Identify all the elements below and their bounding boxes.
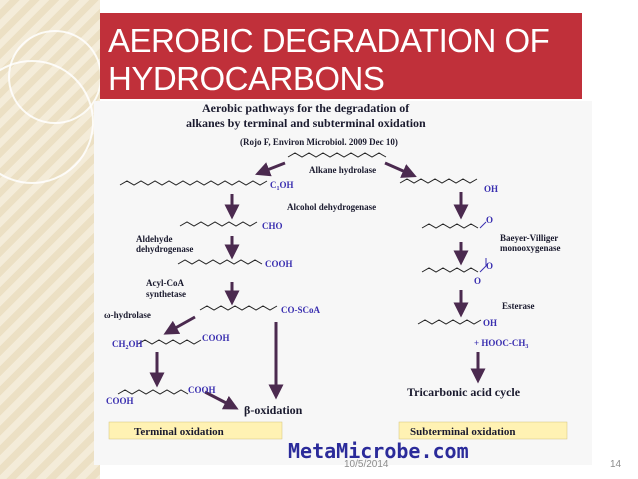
label-aldehyde-line1: Aldehyde (136, 234, 173, 244)
arrow-omega (163, 315, 196, 335)
group-ch2oh: CH2OH (112, 339, 143, 351)
slide-title-line2: HYDROCARBONS (108, 60, 385, 97)
group-o-ester-top: O (486, 261, 493, 271)
chain-ester (421, 267, 479, 273)
chain-diacid (117, 389, 189, 395)
label-alkane-hydrolase: Alkane hydrolase (309, 165, 376, 175)
label-baeyer-line1: Baeyer-Villiger (500, 233, 558, 243)
group-co-scoa: CO-SCoA (281, 305, 321, 315)
chain-acid (177, 259, 263, 265)
slide-title-line1: AEROBIC DEGRADATION OF (108, 22, 550, 59)
label-esterase: Esterase (502, 301, 535, 311)
label-beta-oxidation: β-oxidation (244, 403, 303, 417)
chain-aldehyde (179, 221, 258, 227)
group-c1oh: C1OH (270, 180, 294, 192)
group-cooh-1: COOH (265, 259, 293, 269)
group-hooc-ch3: + HOOC-CH3 (474, 338, 528, 350)
terminal-box-label: Terminal oxidation (134, 426, 224, 438)
chain-acyl-coa (199, 305, 278, 311)
figure-heading-line1: Aerobic pathways for the degradation of (202, 101, 410, 115)
figure-heading-line2: alkanes by terminal and subterminal oxid… (186, 116, 426, 130)
chain-ketone (421, 223, 479, 229)
alkane-chain (287, 152, 387, 158)
label-alcohol-dehydrogenase: Alcohol dehydrogenase (287, 202, 376, 212)
arrow-alkane-subterminal (384, 161, 417, 178)
group-oh-right: OH (484, 184, 498, 194)
arrow-alkane-terminal (255, 161, 286, 177)
slide-page-number: 14 (610, 459, 622, 470)
label-acyl-line2: synthetase (146, 289, 186, 299)
terminal-box (108, 421, 283, 440)
watermark: MetaMicrobe.com (288, 439, 469, 463)
chain-alcohol (119, 180, 268, 186)
label-aldehyde-line2: dehydrogenase (136, 244, 193, 254)
group-oh-esterase: OH (483, 318, 497, 328)
label-acyl-line1: Acyl-CoA (146, 278, 184, 288)
group-o-ketone: O (486, 215, 493, 225)
group-cooh-diacid-left: COOH (106, 396, 134, 406)
group-o-ester-bottom: O (474, 276, 481, 286)
ester-bond (479, 265, 487, 273)
figure-panel (94, 101, 592, 465)
label-baeyer-line2: monooxygenase (500, 243, 561, 253)
chain-omega (137, 339, 202, 345)
figure-citation: (Rojo F, Environ Microbiol. 2009 Dec 10) (240, 137, 398, 147)
label-tca-cycle: Tricarbonic acid cycle (407, 385, 521, 399)
label-omega-hydrolase: ω-hydrolase (104, 310, 151, 320)
slide-title: AEROBIC DEGRADATION OF HYDROCARBONS (100, 13, 582, 99)
chain-sub-alcohol-2 (417, 319, 482, 325)
group-cooh-omega: COOH (202, 333, 230, 343)
group-cho: CHO (262, 221, 283, 231)
group-cooh-diacid-right: COOH (188, 385, 216, 395)
chain-sub-alcohol (399, 178, 478, 184)
subterminal-box-label: Subterminal oxidation (410, 426, 515, 438)
arrow-diacid-beta (204, 390, 239, 410)
subterminal-box (398, 421, 568, 440)
ketone-bond (479, 221, 487, 229)
slide-date: 10/5/2014 (344, 459, 389, 470)
